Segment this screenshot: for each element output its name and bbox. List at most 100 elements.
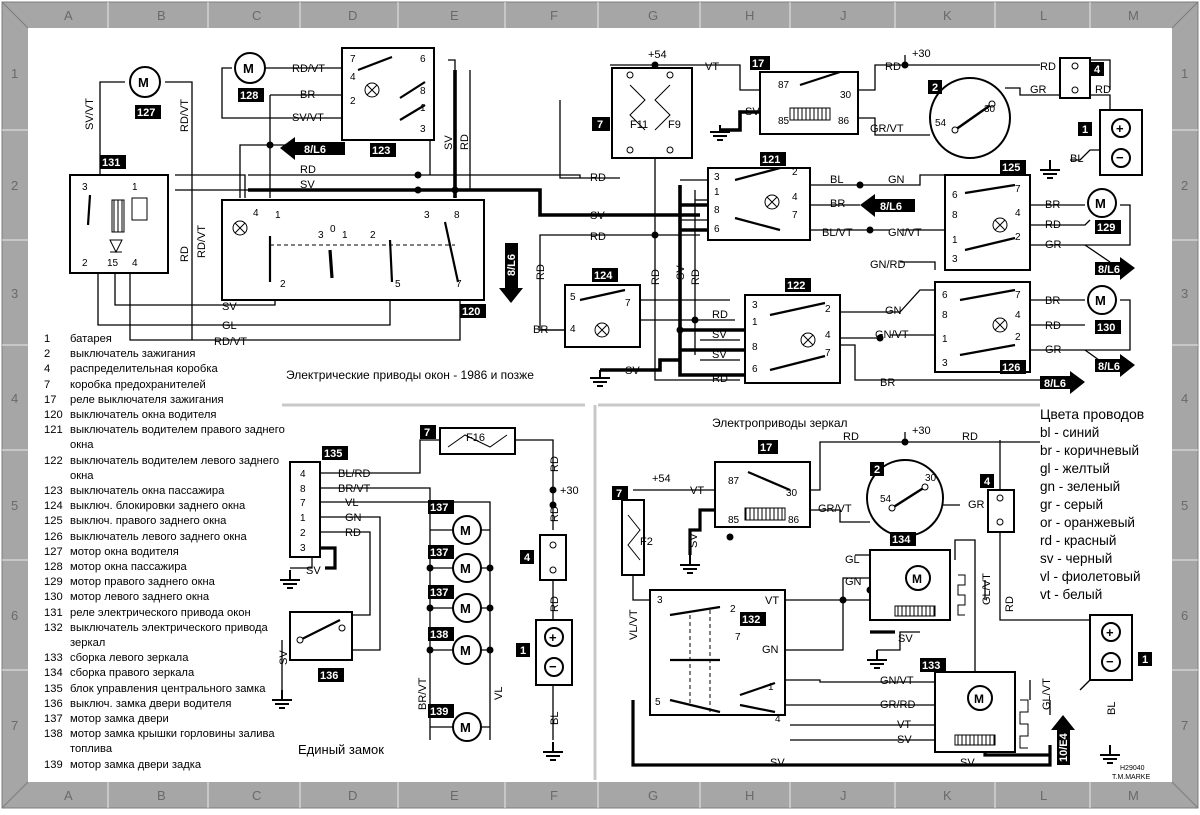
diagram-label: 54 [935,118,947,129]
legend-text: выключатель водителем правого заднего ок… [70,424,285,452]
wire-label: RD [885,61,901,73]
diagram-label: 30 [840,90,852,101]
col-label-bottom: C [252,788,261,803]
col-label-bottom: K [943,788,952,803]
row-label-left: 4 [11,391,18,406]
diagram-label: 6 [420,54,426,65]
wire-label: SV/VT [292,112,324,124]
legend-number: 4 [44,363,51,376]
component-number: 17 [760,442,772,454]
switch-124: 124 5 4 7 [564,268,641,348]
wire-label: GN [885,305,902,317]
diagram-label: 2 [300,528,306,539]
diagram-label: 4 [1015,208,1021,219]
mirrors-caption: Электроприводы зеркал [712,416,848,430]
wire-label: SV [300,179,315,191]
diagram-label: M [460,601,471,616]
legend-number: 136 [44,697,63,710]
wire-label: BR/VT [338,483,371,495]
diagram-label: 8 [714,205,720,216]
diagram-label: 7 [792,210,798,221]
diagram-label: 2 [1015,332,1021,343]
motor-137: M 137 [428,585,482,623]
diagram-label: M [460,561,471,576]
col-label-top: M [1128,8,1139,23]
row-label-left: 2 [11,178,18,193]
legend-text: коробка предохранителей [70,378,206,391]
diagram-label: 1 [342,230,348,241]
wire-label: BR [300,89,315,101]
wire-label: VT [765,595,779,607]
wire-label: RD [459,134,471,150]
diagram-label: 15 [107,258,119,269]
component-number: 137 [430,547,448,559]
author-mark: T.M.MARKE [1112,774,1150,781]
junction-dots [266,61,909,604]
component-number: 133 [922,660,940,672]
legend-number: 134 [44,667,63,680]
legend-item: 135 блок управления центрального замка [44,682,294,697]
junction-dots [426,564,494,654]
diagram-label: 6 [942,290,948,301]
row-label-left: 5 [11,498,18,513]
diagram-label: 4 [253,208,259,219]
fuse-label: F2 [640,536,653,548]
diagram-label: 2 [82,258,88,269]
diagram-label: 8/L6 [1098,361,1120,373]
ref-arrow-10E4: 10/E4 [1051,715,1075,765]
component-number: 132 [742,614,760,626]
wire-label: SV [712,329,727,341]
central-lock-heavy [312,546,337,570]
diagram-label: 4 [132,258,138,269]
legend-text: блок управления центрального замка [70,682,266,695]
wire-color-item: rd - красный [1040,533,1117,548]
central-lock-caption: Единый замок [298,742,384,757]
diagram-label: 4 [775,714,781,725]
diagram-label: 8 [300,484,306,495]
legend-text: сборка левого зеркала [70,652,189,665]
legend-number: 120 [44,409,63,422]
fuse-label: F9 [668,119,681,131]
diagram-label: 1 [952,235,958,246]
diagram-label: 2 [370,230,376,241]
row-label-left: 6 [11,608,18,623]
diagram-label: 1 [752,317,758,328]
component-number: 138 [430,629,448,641]
supply-label: +30 [912,425,931,437]
diagram-label: 7 [825,348,831,359]
legend-text: выключатель водителем левого заднего окн… [70,454,280,482]
legend-number: 127 [44,545,63,558]
switch-122: 122 3 1 8 6 2 4 7 [744,278,841,384]
legend-text: сборка правого зеркала [70,667,195,680]
legend-number: 130 [44,591,63,604]
diagram-label: 7 [1015,290,1021,301]
wire-label: GR [1030,84,1047,96]
wire-color-item: vl - фиолетовый [1040,569,1141,584]
component-number: 136 [320,670,338,682]
component-number: 123 [372,145,390,157]
diagram-label: 7 [456,279,462,290]
ref-code: H29040 [1120,765,1145,772]
diagram-label: 8/L6 [1044,378,1066,390]
relay-131: 131 3 1 2 15 4 [69,155,169,274]
diagram-label: 2 [825,304,831,315]
legend-number: 135 [44,682,63,695]
diagram-label: 6 [952,190,958,201]
wire-label: RD [179,246,191,262]
col-label-bottom: M [1128,788,1139,803]
ground-symbol [272,125,1120,764]
col-label-top: L [1040,8,1047,23]
diagram-label: 2 [1015,232,1021,243]
legend-text: мотор замка двери [70,713,169,726]
component-number: 128 [240,90,258,102]
diagram-label: 2 [792,167,798,178]
wire-label: SV [675,265,687,280]
row-label-right: 7 [1181,718,1188,733]
wire-label: GN/VT [875,329,909,341]
switch-121: 121 3 1 8 6 2 4 7 [707,152,811,241]
